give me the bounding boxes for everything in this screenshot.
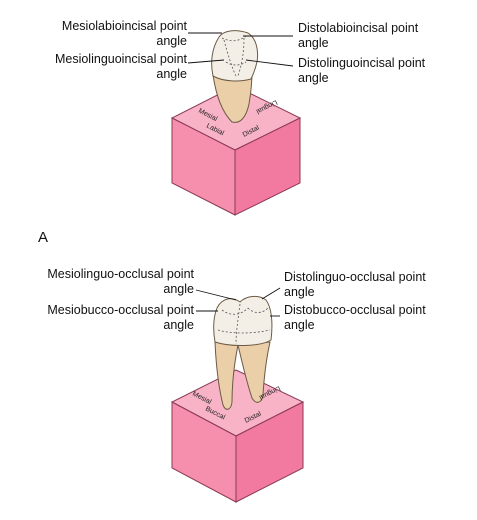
callout-mesiolabioincisal: Mesiolabioincisal point angle — [62, 19, 187, 49]
leader-mesiolinguoincisal — [187, 59, 225, 64]
incisor-root — [212, 71, 253, 123]
callout-distolabioincisal: Distolabioincisal point angle — [298, 21, 418, 51]
callout-mesiolinguoincisal: Mesiolinguoincisal point angle — [55, 52, 187, 82]
callout-distolabioincisal-line2: angle — [298, 36, 329, 50]
callout-distolabioincisal-line1: Distolabioincisal point — [298, 21, 419, 35]
callout-mesiolabioincisal-line1: Mesiolabioincisal point — [61, 19, 187, 33]
callout-mesiolinguo-occlusal-line1: Mesiolinguo-occlusal point — [47, 267, 194, 281]
callout-mesiobucco-occlusal-line2: angle — [163, 318, 194, 332]
callout-mesiolinguoincisal-line2: angle — [156, 67, 187, 81]
cube-b-right-face — [235, 401, 304, 503]
leader-distolinguoincisal — [245, 59, 294, 67]
callout-distobucco-occlusal-line2: angle — [284, 318, 315, 332]
callout-distolinguo-occlusal-line1: Distolinguo-occlusal point — [284, 270, 426, 284]
callout-distolinguoincisal: Distolinguoincisal point angle — [298, 56, 425, 86]
molar-root-mesial — [214, 341, 239, 410]
callout-mesiolinguo-occlusal-line2: angle — [163, 282, 194, 296]
incisor-crown — [211, 30, 259, 82]
callout-mesiolinguoincisal-line1: Mesiolinguoincisal point — [54, 52, 187, 66]
panel-a-figure: Mesial Labial Distal Lingual — [170, 30, 302, 216]
panel-a-label: A — [38, 229, 49, 246]
cube-a-right-face — [234, 117, 301, 216]
callout-mesiolabioincisal-line2: angle — [156, 34, 187, 48]
callout-distolinguoincisal-line1: Distolinguoincisal point — [298, 56, 426, 70]
callout-distolinguo-occlusal: Distolinguo-occlusal point angle — [284, 270, 426, 300]
leader-distolinguo-occlusal — [261, 287, 281, 300]
callout-distobucco-occlusal-line1: Distobucco-occlusal point — [284, 303, 426, 317]
molar-crown — [213, 295, 273, 346]
panel-b-figure: Mesial Buccal Distal Lingual — [170, 287, 305, 503]
callout-mesiolinguo-occlusal: Mesiolinguo-occlusal point angle — [47, 267, 194, 297]
molar-root-distal — [237, 341, 271, 403]
leader-mesiolinguo-occlusal — [195, 289, 237, 301]
callout-distolinguo-occlusal-line2: angle — [284, 285, 315, 299]
callout-mesiobucco-occlusal-line1: Mesiobucco-occlusal point — [47, 303, 194, 317]
molar-dashed-lines — [217, 303, 271, 345]
callout-distobucco-occlusal: Distobucco-occlusal point angle — [284, 303, 426, 333]
callout-mesiobucco-occlusal: Mesiobucco-occlusal point angle — [47, 303, 194, 333]
callout-distolinguoincisal-line2: angle — [298, 71, 329, 85]
incisor-dashed-lines — [221, 35, 247, 77]
